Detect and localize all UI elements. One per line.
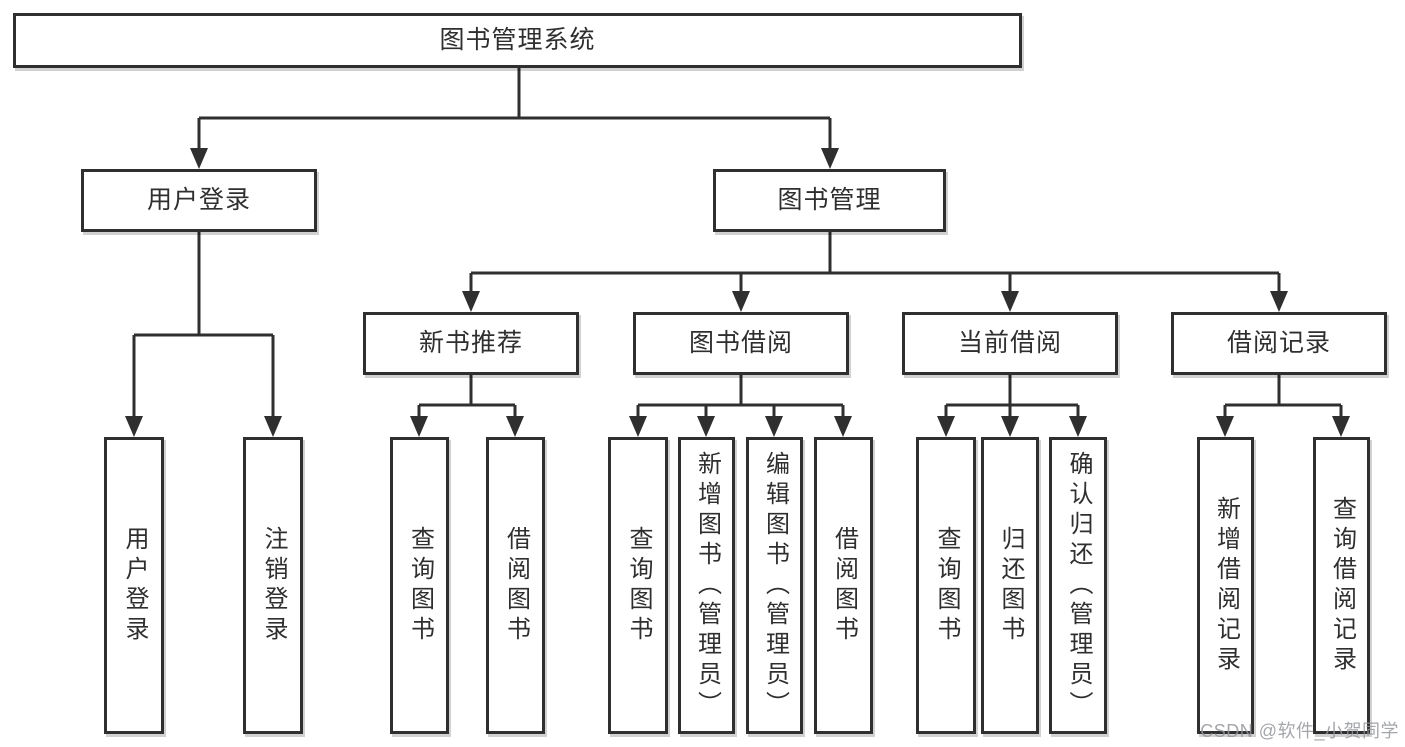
leaf-confirm-return-admin: 确认归还（管理员）	[1049, 437, 1107, 734]
node-book-management: 图书管理	[713, 169, 946, 232]
node-root-label: 图书管理系统	[439, 26, 596, 54]
leaf-query-books-recommend: 查询图书	[390, 437, 449, 734]
leaf-query-borrow-record: 查询借阅记录	[1313, 437, 1370, 734]
node-current-borrow: 当前借阅	[902, 312, 1118, 375]
leaf-edit-book-admin: 编辑图书（管理员）	[746, 437, 803, 734]
leaf-add-borrow-record: 新增借阅记录	[1197, 437, 1254, 734]
connector-new-book-recommend-to-leaves	[410, 375, 524, 437]
leaf-add-book-admin: 新增图书（管理员）	[678, 437, 735, 734]
node-current-borrow-label: 当前借阅	[957, 329, 1062, 357]
node-user-login: 用户登录	[81, 169, 317, 232]
node-borrow-records-label: 借阅记录	[1226, 329, 1331, 357]
node-book-borrow: 图书借阅	[633, 312, 849, 375]
node-new-book-recommend-label: 新书推荐	[418, 329, 523, 357]
watermark: CSDN @软件_小贺同学	[1200, 717, 1399, 743]
leaf-logout: 注销登录	[243, 437, 303, 734]
leaf-borrow-books: 借阅图书	[814, 437, 873, 734]
leaf-query-books-current: 查询图书	[916, 437, 976, 734]
connector-borrow-records-to-leaves	[1216, 375, 1350, 437]
connector-user-login-to-leaves	[125, 232, 282, 437]
leaf-return-book: 归还图书	[981, 437, 1039, 734]
node-new-book-recommend: 新书推荐	[363, 312, 579, 375]
leaf-borrow-books-recommend: 借阅图书	[486, 437, 545, 734]
node-user-login-label: 用户登录	[146, 186, 251, 214]
node-borrow-records: 借阅记录	[1171, 312, 1387, 375]
node-book-borrow-label: 图书借阅	[688, 329, 793, 357]
node-root: 图书管理系统	[13, 13, 1022, 68]
connector-book-management-to-modules	[462, 232, 1288, 312]
watermark-text: CSDN @软件_小贺同学	[1200, 721, 1399, 741]
connector-book-borrow-to-leaves	[629, 375, 852, 437]
leaf-query-books-borrow: 查询图书	[608, 437, 668, 734]
connector-current-borrow-to-leaves	[937, 375, 1087, 437]
leaf-user-login: 用户登录	[104, 437, 164, 734]
connector-root-to-branches	[190, 68, 839, 169]
node-book-management-label: 图书管理	[777, 186, 882, 214]
